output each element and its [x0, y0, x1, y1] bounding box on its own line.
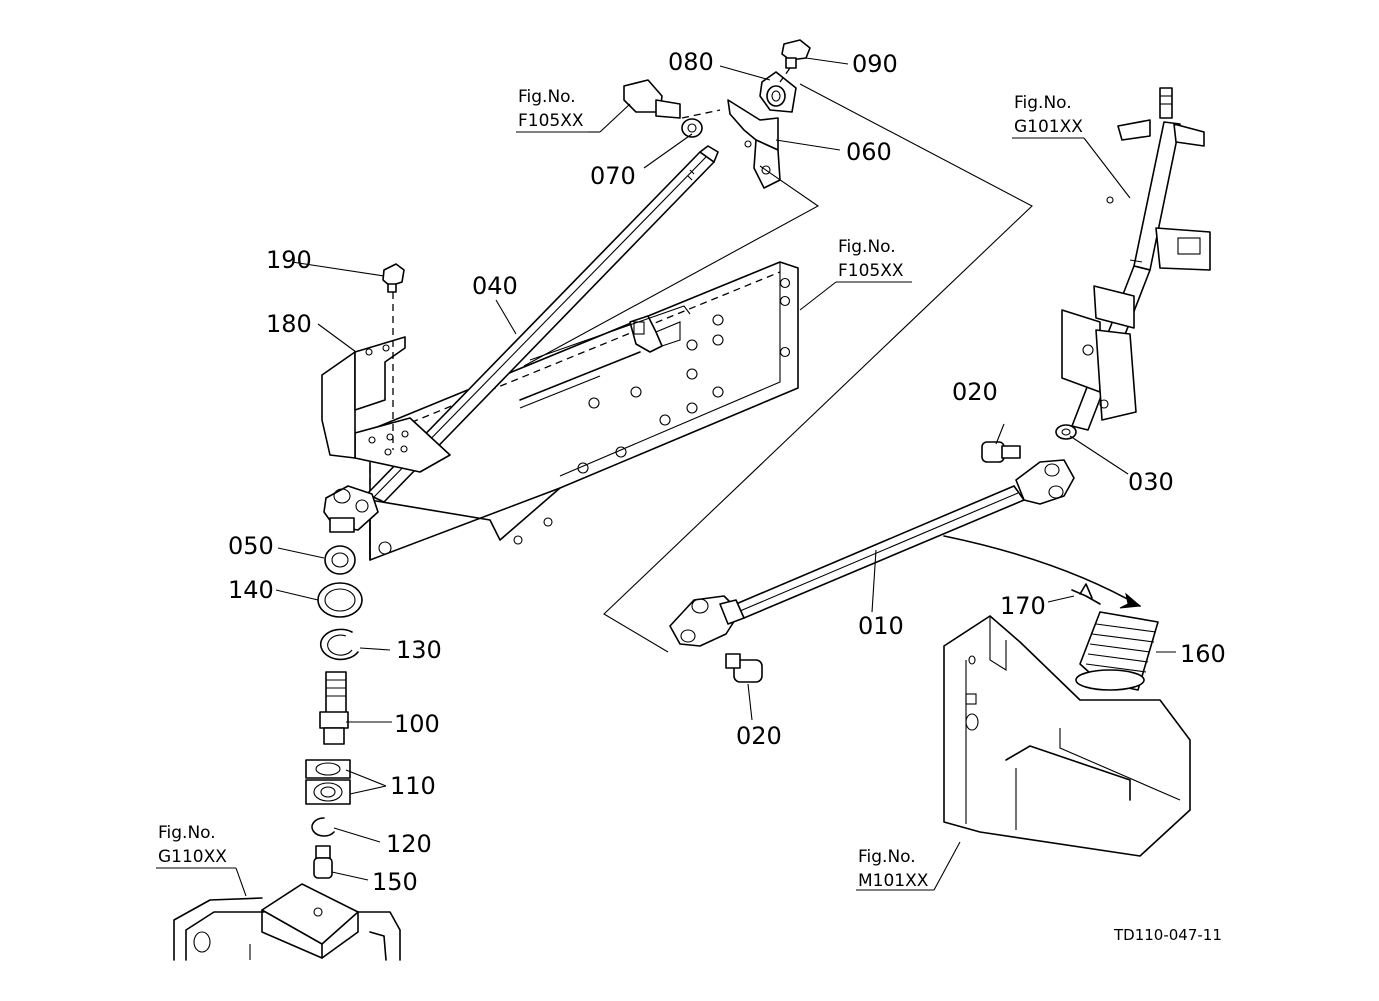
fig-ref-m101-line2: M101XX — [858, 871, 929, 891]
drawing-code: TD110-047-11 — [1113, 926, 1222, 944]
part-label-050: 050 — [228, 532, 274, 560]
part-label-160: 160 — [1180, 640, 1226, 668]
part-label-110: 110 — [390, 772, 436, 800]
part-label-090: 090 — [852, 50, 898, 78]
fig-ref-f105-top-line1: Fig.No. — [518, 87, 576, 107]
part-label-170: 170 — [1000, 592, 1046, 620]
frame-plate — [369, 261, 799, 561]
bracket-180 — [321, 292, 451, 473]
universal-joint-010-upper — [1015, 459, 1075, 505]
part-label-020-upper: 020 — [952, 378, 998, 406]
fig-ref-f105-mid-line1: Fig.No. — [838, 237, 896, 257]
bolt-090 — [779, 39, 811, 83]
boot-160 — [1075, 611, 1159, 691]
assembly-arrow — [943, 535, 1141, 607]
seal-140 — [317, 582, 363, 618]
fig-ref-f105-mid-line2: F105XX — [838, 261, 904, 281]
fig-ref-g101-line2: G101XX — [1014, 117, 1083, 137]
part-label-080: 080 — [668, 48, 714, 76]
fig-ref-g110-line1: Fig.No. — [158, 823, 216, 843]
part-label-060: 060 — [846, 138, 892, 166]
universal-joint-lower — [323, 485, 379, 533]
shaft-010 — [735, 485, 1025, 619]
bearing-080 — [759, 71, 797, 113]
bolt-020-lower — [725, 653, 763, 683]
fig-ref-m101-line1: Fig.No. — [858, 847, 916, 867]
part-label-190: 190 — [266, 246, 312, 274]
bolt-and-washer-070 — [623, 79, 721, 138]
universal-joint-010-lower — [669, 595, 745, 647]
washer-030 — [1055, 424, 1077, 440]
part-label-120: 120 — [386, 830, 432, 858]
part-label-070: 070 — [590, 162, 636, 190]
part-label-150: 150 — [372, 868, 418, 896]
bolt-190 — [382, 263, 405, 293]
part-label-040: 040 — [472, 272, 518, 300]
clamp-170 — [1071, 583, 1101, 605]
part-label-180: 180 — [266, 310, 312, 338]
part-label-130: 130 — [396, 636, 442, 664]
part-label-010: 010 — [858, 612, 904, 640]
bolt-020-upper — [981, 441, 1021, 463]
panel-m101 — [943, 615, 1191, 857]
fig-ref-f105-top-line2: F105XX — [518, 111, 584, 131]
part-label-100: 100 — [394, 710, 440, 738]
shaft-040 — [366, 145, 719, 503]
fig-ref-g101-line1: Fig.No. — [1014, 93, 1072, 113]
shaft-100 — [319, 671, 349, 745]
snap-ring-130 — [319, 628, 359, 661]
part-label-020-lower: 020 — [736, 722, 782, 750]
fig-ref-g110-line2: G110XX — [158, 847, 227, 867]
collar-050 — [324, 545, 356, 575]
gearbox-housing — [173, 883, 401, 961]
bracket-060 — [727, 99, 781, 189]
bearing-110 — [305, 759, 351, 805]
snap-ring-120 — [311, 817, 335, 837]
steering-column — [1061, 87, 1211, 431]
pin-150 — [313, 845, 333, 879]
part-label-030: 030 — [1128, 468, 1174, 496]
part-label-140: 140 — [228, 576, 274, 604]
